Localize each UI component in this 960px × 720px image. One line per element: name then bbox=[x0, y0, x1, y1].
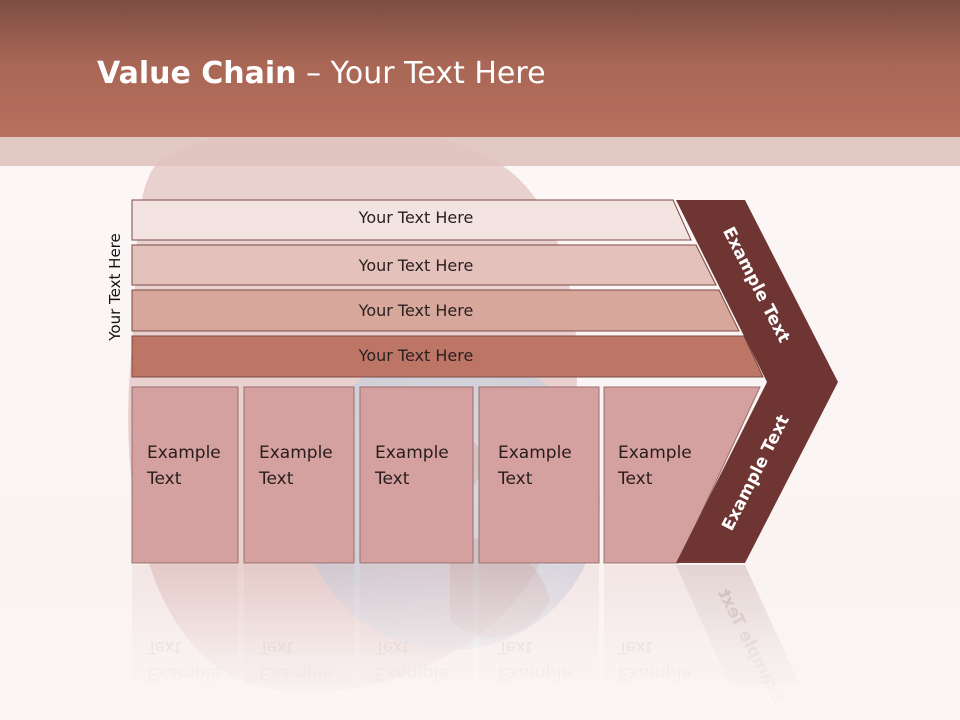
column-label-2: Example Text bbox=[259, 443, 333, 489]
row-label-4: Your Text Here bbox=[358, 346, 474, 365]
header-strip bbox=[0, 137, 960, 166]
title-bold: Value Chain bbox=[97, 56, 297, 91]
bottom-fade bbox=[0, 560, 960, 720]
row-bar-1 bbox=[131, 199, 692, 241]
row-label-3: Your Text Here bbox=[358, 301, 474, 320]
column-box-4 bbox=[478, 386, 600, 564]
title-rest: – Your Text Here bbox=[296, 56, 546, 91]
header-band bbox=[0, 0, 960, 137]
column-label-4: Example Text bbox=[498, 443, 572, 489]
row-bar-4 bbox=[131, 335, 764, 378]
row-bar-3 bbox=[131, 289, 740, 332]
page-title: Value Chain – Your Text Here bbox=[97, 54, 546, 94]
column-box-1 bbox=[131, 386, 239, 564]
row-label-1: Your Text Here bbox=[358, 208, 474, 227]
column-label-3: Example Text bbox=[375, 443, 449, 489]
column-label-5: Example Text bbox=[618, 443, 692, 489]
column-label-1: Example Text bbox=[147, 443, 221, 489]
row-label-2: Your Text Here bbox=[358, 256, 474, 275]
chevron-arrow bbox=[676, 200, 838, 563]
row-bar-2 bbox=[131, 244, 717, 286]
column-box-3 bbox=[359, 386, 474, 564]
